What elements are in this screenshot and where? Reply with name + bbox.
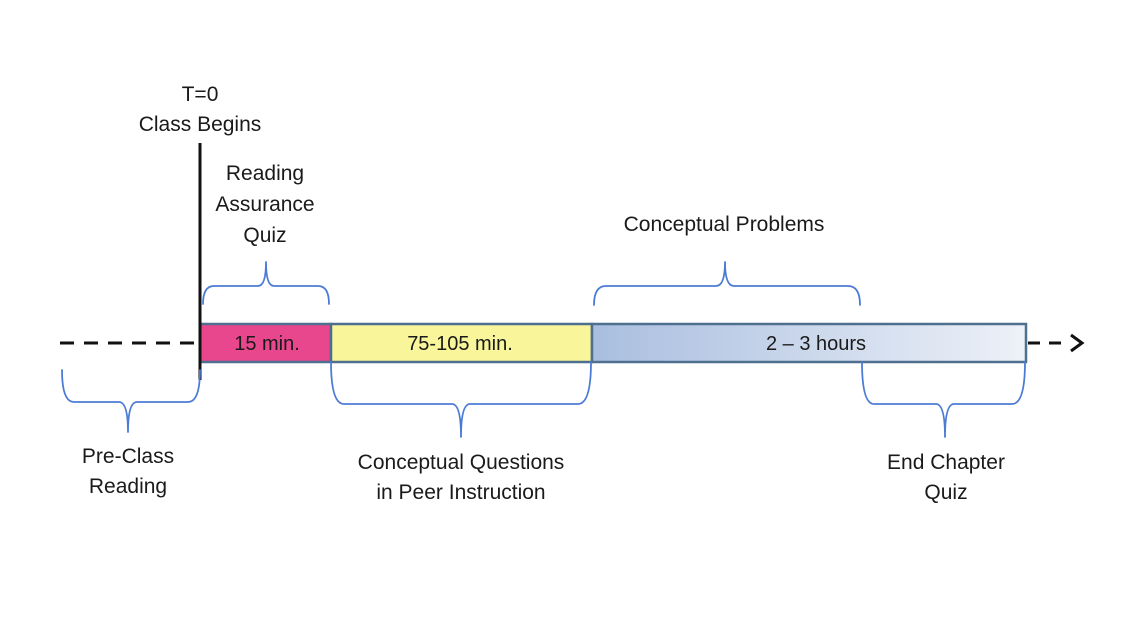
segment-2-3-hours-label: 2 – 3 hours (766, 333, 866, 355)
end-quiz-line-1: End Chapter (887, 451, 1005, 474)
reading-quiz-line-3: Quiz (243, 224, 287, 247)
brace-reading-quiz (202, 261, 330, 305)
peer-instruction-line-1: Conceptual Questions (357, 451, 565, 474)
end-quiz-line-2: Quiz (924, 481, 968, 504)
pre-class-line-2: Reading (88, 475, 168, 498)
peer-instruction-line-2: in Peer Instruction (376, 481, 546, 504)
brace-peer-instruction (330, 361, 592, 438)
reading-quiz-label: Reading Assurance Quiz (195, 158, 335, 251)
peer-instruction-label: Conceptual Questions in Peer Instruction (321, 448, 601, 508)
segment-2-3-hours (590, 322, 1028, 364)
conceptual-problems-label: Conceptual Problems (584, 210, 864, 240)
timeline-arrowhead (1070, 333, 1085, 353)
class-begins-label: T=0 Class Begins (110, 80, 290, 140)
end-quiz-label: End Chapter Quiz (866, 448, 1026, 508)
segment-15-min-label: 15 min. (234, 333, 300, 355)
t-zero-text: T=0 (181, 83, 219, 106)
segment-75-105-min-label: 75-105 min. (407, 333, 513, 355)
reading-quiz-line-2: Assurance (215, 193, 315, 216)
class-begins-text: Class Begins (138, 113, 262, 136)
brace-end-quiz (861, 361, 1026, 438)
brace-conceptual-problems (593, 261, 861, 306)
brace-pre-class (61, 369, 201, 433)
segment-75-105-min (329, 322, 594, 364)
reading-quiz-line-1: Reading (225, 162, 305, 185)
pre-class-line-1: Pre-Class (81, 445, 175, 468)
pre-class-label: Pre-Class Reading (58, 442, 198, 502)
conceptual-problems-text: Conceptual Problems (623, 213, 825, 236)
